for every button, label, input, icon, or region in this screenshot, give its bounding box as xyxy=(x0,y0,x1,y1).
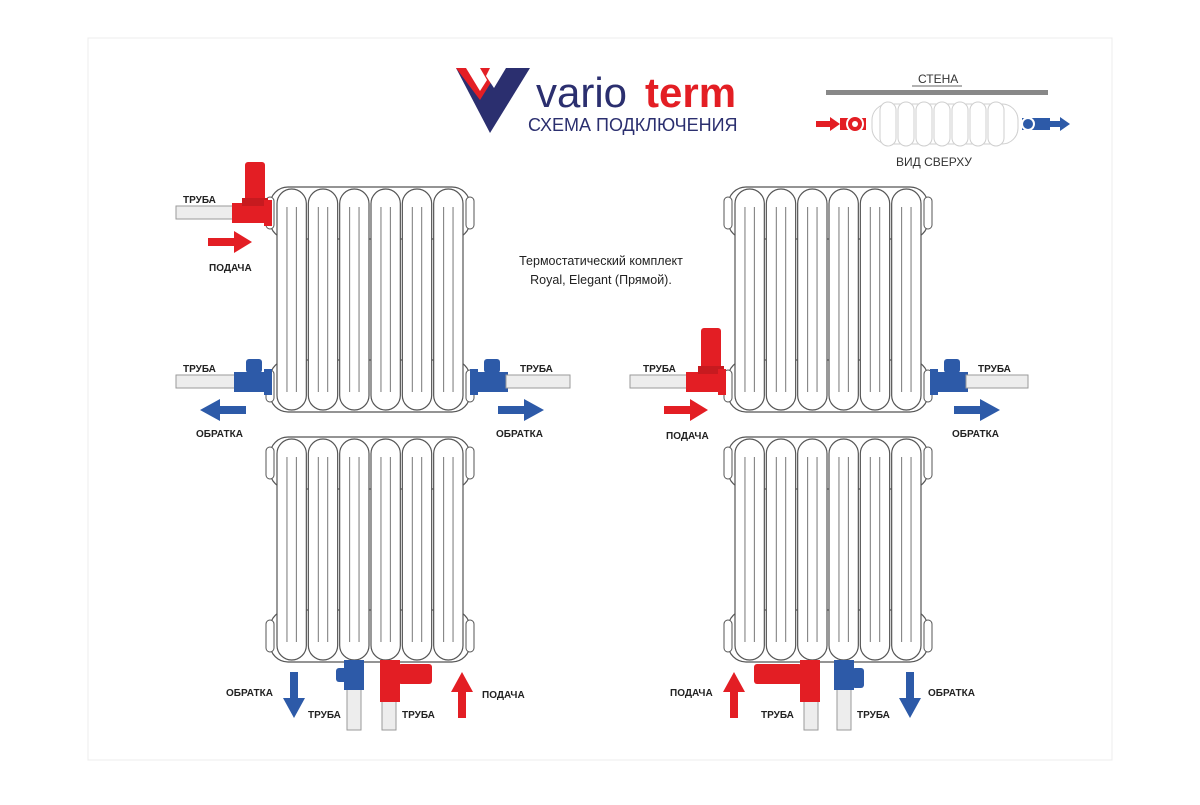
pipe-label: ТРУБА xyxy=(520,364,553,375)
radiator-section xyxy=(433,188,464,411)
diagram-frame xyxy=(87,37,1113,761)
return-arrow-icon xyxy=(899,672,921,718)
return-label: ОБРАТКА xyxy=(196,429,243,440)
supply-label: ПОДАЧА xyxy=(482,690,525,701)
supply-arrow-icon xyxy=(451,672,473,718)
radiator-section xyxy=(891,438,922,661)
return-valve-right xyxy=(476,372,508,392)
radiator-section xyxy=(828,188,859,411)
radiator-section xyxy=(401,438,433,661)
thermostatic-head xyxy=(398,664,432,684)
right-bottom-radiator-connections: ПОДАЧА ТРУБА ТРУБА ОБРАТКА xyxy=(670,660,975,731)
radiator-section xyxy=(276,438,307,661)
brand-name-vario: vario xyxy=(536,69,627,116)
radiator-section xyxy=(339,188,370,411)
radiator-section xyxy=(859,438,891,661)
radiator-section xyxy=(307,188,339,411)
radiator-section xyxy=(339,438,370,661)
return-valve-left xyxy=(234,372,266,392)
return-arrow-icon xyxy=(200,399,246,421)
top-view-inset: СТЕНА ВИД СВЕРХУ xyxy=(816,72,1070,169)
supply-label: ПОДАЧА xyxy=(666,431,709,442)
return-pipe-right xyxy=(965,374,1029,389)
return-arrow-icon xyxy=(283,672,305,718)
pipe-label: ТРУБА xyxy=(308,710,341,721)
thermostatic-head xyxy=(754,664,802,684)
kit-note-line1: Термостатический комплект xyxy=(519,254,683,268)
radiator-section xyxy=(797,438,828,661)
radiator-left-bottom xyxy=(265,436,475,663)
supply-pipe-vertical xyxy=(803,699,819,731)
return-label: ОБРАТКА xyxy=(226,688,273,699)
supply-valve-body xyxy=(232,203,266,223)
left-top-radiator-connections: ТРУБА ПОДАЧА ТРУБА ОБРАТКА ТРУБА ОБРАТКА xyxy=(175,162,571,440)
supply-pipe xyxy=(175,205,241,220)
return-pipe-right xyxy=(505,374,571,389)
return-pipe-left xyxy=(175,374,239,389)
return-valve-bottom xyxy=(834,660,854,690)
radiator-section xyxy=(828,438,859,661)
logo-subtitle: СХЕМА ПОДКЛЮЧЕНИЯ xyxy=(528,115,738,135)
pipe-label: ТРУБА xyxy=(978,364,1011,375)
return-arrow-icon xyxy=(954,399,1000,421)
return-pipe-vertical xyxy=(346,687,362,731)
radiator-section xyxy=(307,438,339,661)
kit-note-line2: Royal, Elegant (Прямой). xyxy=(530,273,672,287)
pipe-label: ТРУБА xyxy=(643,364,676,375)
radiator-section xyxy=(797,188,828,411)
supply-valve-bottom xyxy=(800,660,820,702)
radiator-section xyxy=(891,188,922,411)
pipe-label: ТРУБА xyxy=(402,710,435,721)
return-label: ОБРАТКА xyxy=(928,688,975,699)
return-label: ОБРАТКА xyxy=(496,429,543,440)
thermostatic-head xyxy=(701,328,721,372)
supply-arrow-icon xyxy=(208,231,252,253)
supply-arrow-icon xyxy=(723,672,745,718)
top-view-return-valve xyxy=(1021,117,1070,131)
supply-valve-body xyxy=(686,372,720,392)
return-label: ОБРАТКА xyxy=(952,429,999,440)
wall-line xyxy=(826,90,1048,95)
top-view-supply-valve xyxy=(816,115,866,133)
radiator-section xyxy=(734,188,765,411)
radiators xyxy=(265,186,933,663)
thermostatic-head xyxy=(245,162,265,206)
wall-label: СТЕНА xyxy=(918,72,958,86)
pipe-label: ТРУБА xyxy=(183,364,216,375)
supply-valve-bottom xyxy=(380,660,400,702)
supply-label: ПОДАЧА xyxy=(209,263,252,274)
radiator-section xyxy=(765,188,797,411)
radiator-section xyxy=(433,438,464,661)
radiator-section xyxy=(734,438,765,661)
top-view-caption: ВИД СВЕРХУ xyxy=(896,155,972,169)
right-top-radiator-connections: ТРУБА ПОДАЧА ТРУБА ОБРАТКА xyxy=(629,328,1029,442)
return-pipe-vertical xyxy=(836,687,852,731)
radiator-right-top xyxy=(723,186,933,413)
vario-term-logo: vario term СХЕМА ПОДКЛЮЧЕНИЯ xyxy=(456,68,738,135)
return-valve-bottom xyxy=(344,660,364,690)
return-valve-right xyxy=(936,372,968,392)
radiator-section xyxy=(859,188,891,411)
radiator-section xyxy=(401,188,433,411)
pipe-label: ТРУБА xyxy=(183,195,216,206)
radiator-section xyxy=(370,438,401,661)
supply-arrow-icon xyxy=(664,399,708,421)
radiator-section xyxy=(370,188,401,411)
left-bottom-radiator-connections: ОБРАТКА ТРУБА ТРУБА ПОДАЧА xyxy=(226,660,525,731)
top-view-radiator xyxy=(871,101,1019,147)
pipe-label: ТРУБА xyxy=(761,710,794,721)
radiator-right-bottom xyxy=(723,436,933,663)
pipe-label: ТРУБА xyxy=(857,710,890,721)
supply-pipe-vertical xyxy=(381,699,397,731)
radiator-section xyxy=(765,438,797,661)
brand-name-term: term xyxy=(645,69,736,116)
supply-pipe xyxy=(629,374,693,389)
radiator-section xyxy=(276,188,307,411)
supply-label: ПОДАЧА xyxy=(670,688,713,699)
return-arrow-icon xyxy=(498,399,544,421)
